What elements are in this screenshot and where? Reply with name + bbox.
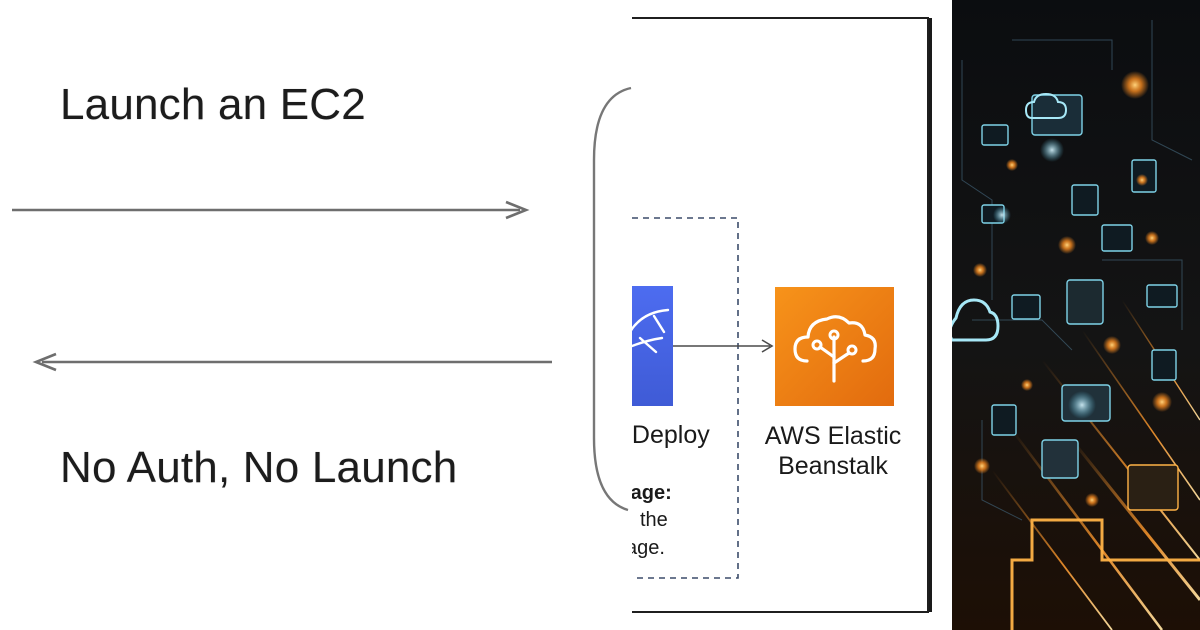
beanstalk-label-line1: AWS Elastic — [764, 422, 902, 450]
beanstalk-label-line2: Beanstalk — [778, 452, 888, 480]
diagram-frame — [632, 17, 929, 613]
panel-divider — [929, 18, 932, 612]
diagram-panel: eDeploy AWS Elastic Beanstalk tage: the … — [632, 0, 952, 630]
outer-frame — [632, 17, 929, 613]
beanstalk-label: AWS Elastic Beanstalk — [754, 421, 912, 481]
elastic-beanstalk-icon — [793, 315, 877, 383]
stage-heading: tage: — [632, 482, 672, 504]
response-arrow — [32, 352, 552, 372]
glow-trace — [1010, 518, 1200, 630]
request-arrow — [12, 200, 530, 220]
cloud-icon — [952, 92, 1068, 342]
codedeploy-icon — [632, 308, 670, 354]
codedeploy-tile — [632, 286, 673, 406]
request-arrows — [12, 86, 632, 512]
stage-dashed-box — [632, 217, 739, 579]
group-bracket — [592, 86, 632, 512]
no-auth-no-launch-label: No Auth, No Launch — [60, 443, 458, 492]
beanstalk-tile — [775, 287, 894, 406]
deploy-arrow — [673, 339, 774, 353]
stage-text-line1: the — [640, 509, 668, 531]
launch-ec2-label: Launch an EC2 — [60, 80, 366, 129]
tech-artwork — [952, 0, 1200, 630]
artwork-illustration — [952, 0, 1200, 630]
codedeploy-label: eDeploy — [632, 421, 710, 449]
left-panel: Launch an EC2 No Auth, No Launch — [12, 80, 632, 512]
